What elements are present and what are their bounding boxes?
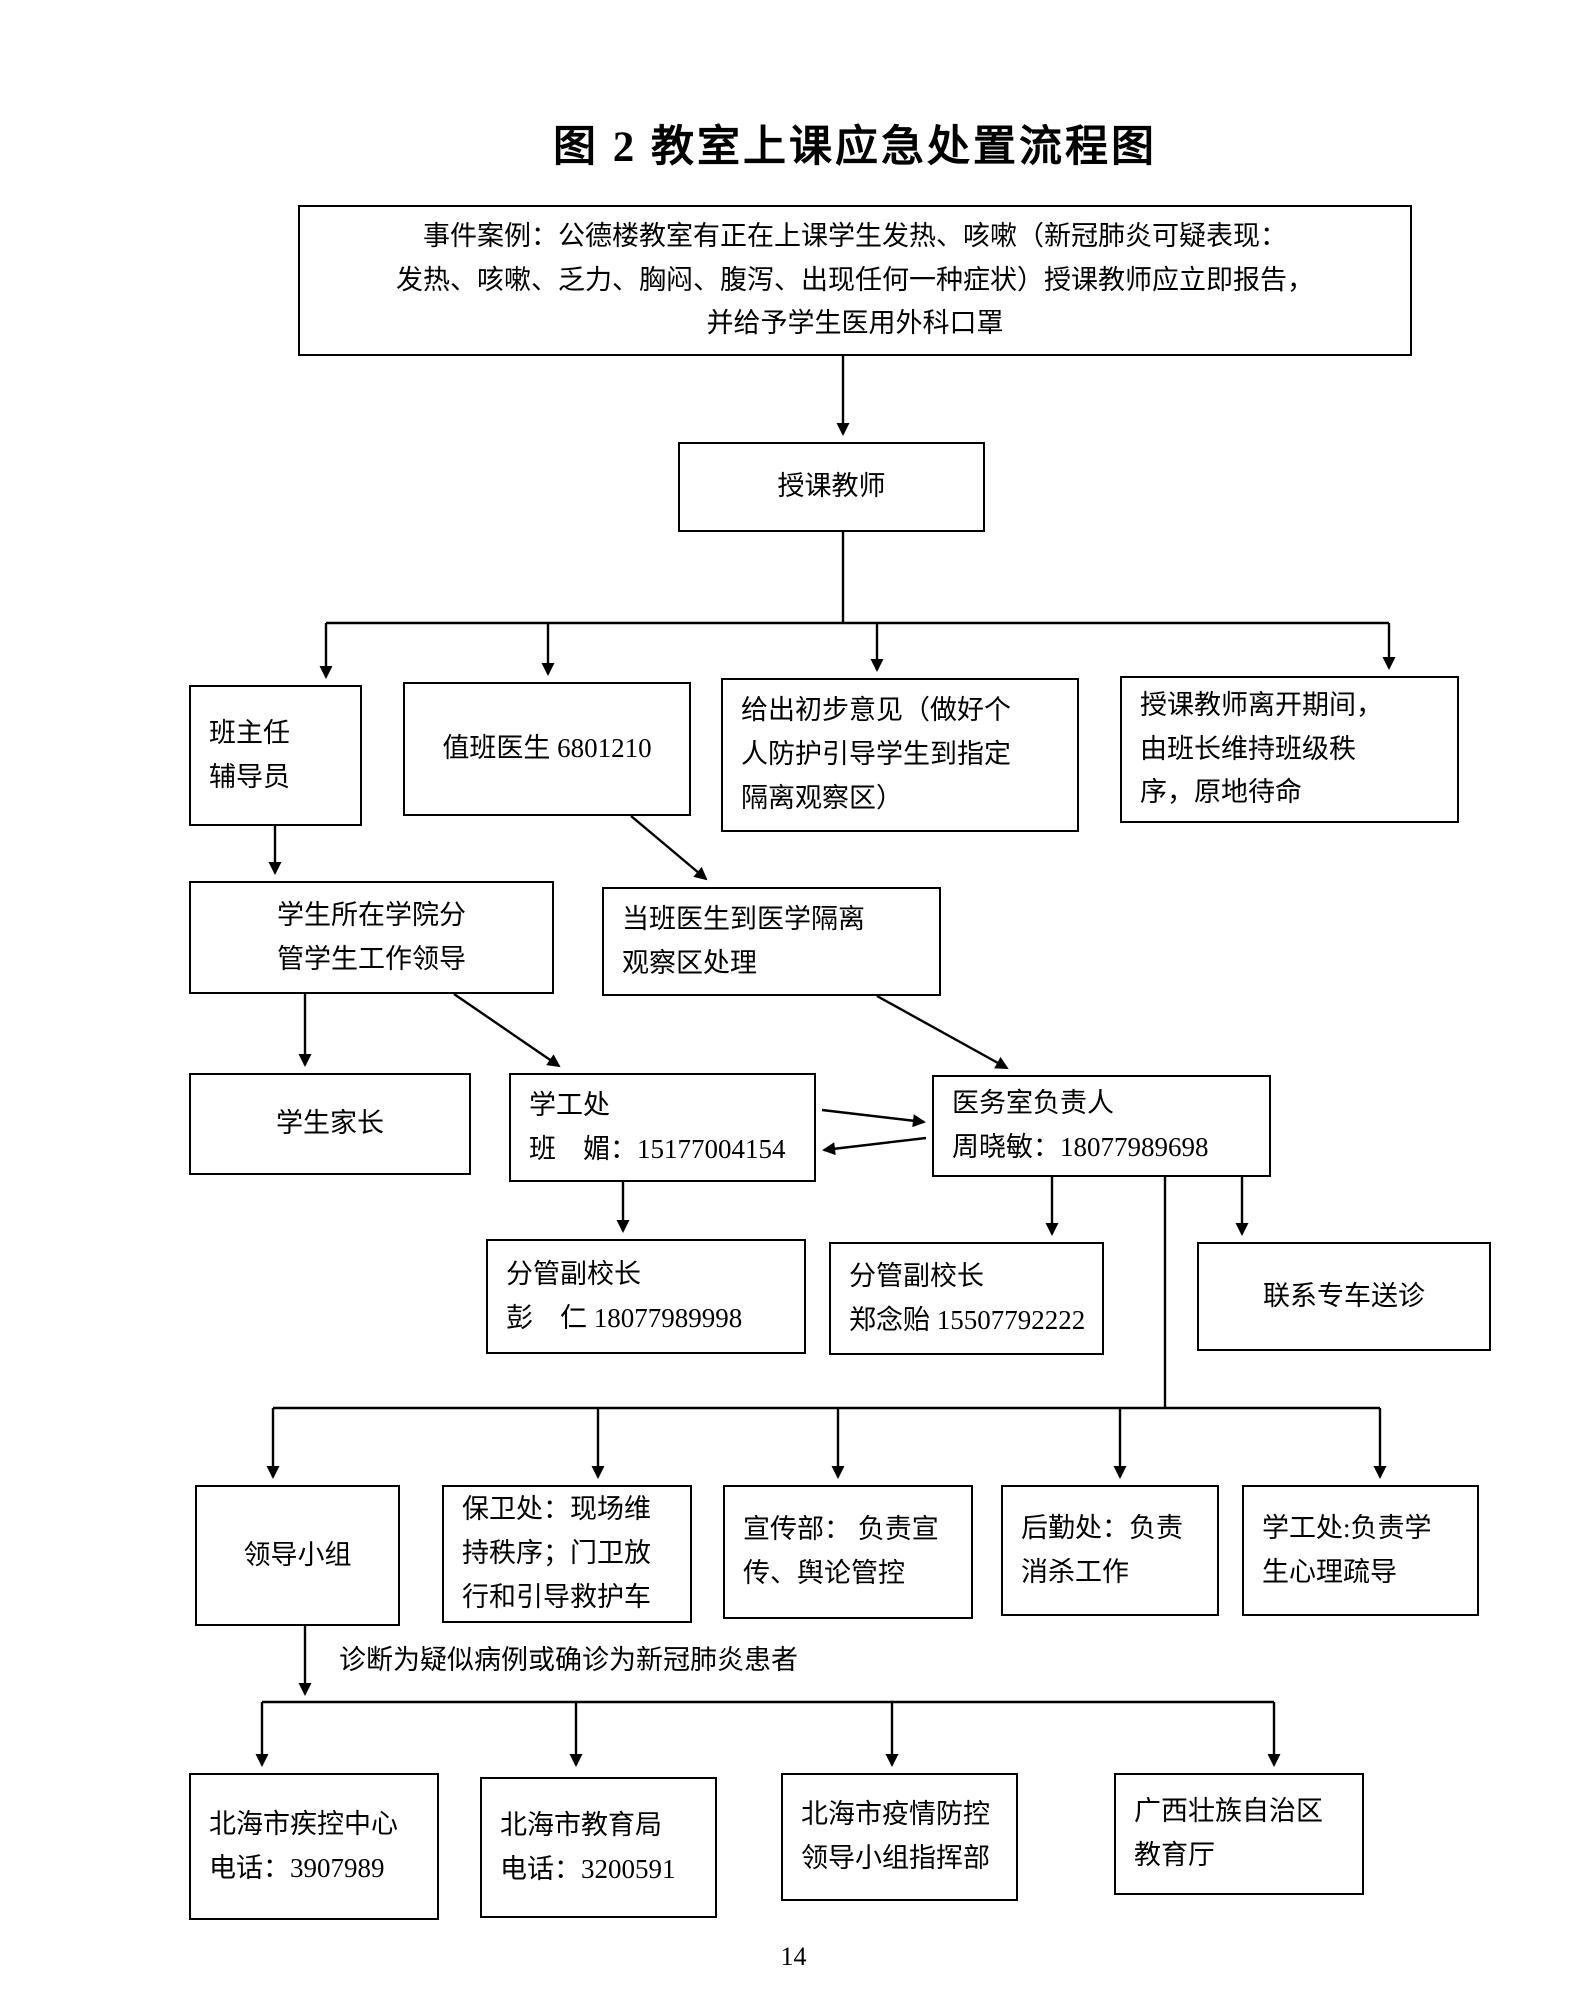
- edu-bureau-text: 北海市教育局 电话：3200591: [500, 1809, 676, 1884]
- clinic-head-text: 医务室负责人 周晓敏：18077989698: [952, 1088, 1209, 1162]
- node-logistics-dept: 后勤处：负责 消杀工作: [1001, 1485, 1219, 1616]
- edu-dept-text: 广西壮族自治区 教育厅: [1134, 1796, 1323, 1870]
- student-affairs-text: 学工处 班 媚：15177004154: [529, 1089, 786, 1164]
- transport-text: 联系专车送诊: [1263, 1280, 1425, 1311]
- node-edu-dept: 广西壮族自治区 教育厅: [1114, 1773, 1364, 1895]
- node-cdc: 北海市疾控中心 电话：3907989: [189, 1773, 439, 1920]
- node-doctor-isolation: 当班医生到医学隔离 观察区处理: [602, 887, 941, 996]
- node-incident-case: 事件案例：公德楼教室有正在上课学生发热、咳嗽（新冠肺炎可疑表现： 发热、咳嗽、乏…: [298, 205, 1412, 356]
- duty-doctor-text: 值班医生 6801210: [442, 733, 652, 764]
- college-leader-text: 学生所在学院分 管学生工作领导: [277, 899, 466, 974]
- node-student-affairs: 学工处 班 媚：15177004154: [509, 1073, 816, 1182]
- node-psych-support: 学工处:负责学 生心理疏导: [1242, 1485, 1479, 1616]
- node-class-monitor: 授课教师离开期间， 由班长维持班级秩 序，原地待命: [1120, 676, 1459, 823]
- class-monitor-text: 授课教师离开期间， 由班长维持班级秩 序，原地待命: [1140, 689, 1383, 808]
- security-dept-text: 保卫处：现场维 持秩序；门卫放 行和引导救护车: [462, 1494, 651, 1612]
- lecturer-text: 授课教师: [777, 471, 886, 502]
- node-edu-bureau: 北海市教育局 电话：3200591: [480, 1777, 717, 1918]
- node-leading-group: 领导小组: [195, 1485, 400, 1626]
- parents-text: 学生家长: [276, 1108, 384, 1139]
- node-epidemic-hq: 北海市疫情防控 领导小组指挥部: [781, 1773, 1018, 1901]
- page-number: 14: [780, 1942, 807, 1971]
- node-duty-doctor: 值班医生 6801210: [403, 682, 691, 816]
- logistics-dept-text: 后勤处：负责 消杀工作: [1021, 1512, 1183, 1587]
- publicity-dept-text: 宣传部： 负责宣 传、舆论管控: [743, 1514, 939, 1588]
- leading-group-text: 领导小组: [243, 1539, 352, 1570]
- node-clinic-head: 医务室负责人 周晓敏：18077989698: [932, 1075, 1271, 1177]
- diagnosis-label: 诊断为疑似病例或确诊为新冠肺炎患者: [339, 1645, 798, 1675]
- doctor-isolation-text: 当班医生到医学隔离 观察区处理: [622, 903, 865, 978]
- incident-case-text: 事件案例：公德楼教室有正在上课学生发热、咳嗽（新冠肺炎可疑表现： 发热、咳嗽、乏…: [396, 220, 1314, 339]
- node-security-dept: 保卫处：现场维 持秩序；门卫放 行和引导救护车: [442, 1485, 692, 1623]
- node-head-teacher: 班主任 辅导员: [189, 685, 362, 826]
- node-college-leader: 学生所在学院分 管学生工作领导: [189, 881, 554, 994]
- node-publicity-dept: 宣传部： 负责宣 传、舆论管控: [723, 1485, 973, 1619]
- node-transport: 联系专车送诊: [1197, 1242, 1491, 1351]
- epidemic-hq-text: 北海市疫情防控 领导小组指挥部: [801, 1799, 990, 1873]
- node-lecturer: 授课教师: [678, 442, 985, 532]
- initial-opinion-text: 给出初步意见（做好个 人防护引导学生到指定 隔离观察区）: [741, 695, 1011, 813]
- head-teacher-text: 班主任 辅导员: [209, 717, 290, 792]
- node-vp-peng: 分管副校长 彭 仁 18077989998: [486, 1239, 806, 1354]
- vp-peng-text: 分管副校长 彭 仁 18077989998: [506, 1258, 743, 1333]
- node-initial-opinion: 给出初步意见（做好个 人防护引导学生到指定 隔离观察区）: [721, 678, 1079, 832]
- vp-zheng-text: 分管副校长 郑念贻 15507792222: [849, 1260, 1086, 1335]
- node-parents: 学生家长: [189, 1073, 471, 1175]
- cdc-text: 北海市疾控中心 电话：3907989: [209, 1808, 398, 1883]
- page-title: 图 2 教室上课应急处置流程图: [553, 124, 1157, 171]
- node-vp-zheng: 分管副校长 郑念贻 15507792222: [829, 1242, 1104, 1355]
- psych-support-text: 学工处:负责学 生心理疏导: [1262, 1512, 1432, 1587]
